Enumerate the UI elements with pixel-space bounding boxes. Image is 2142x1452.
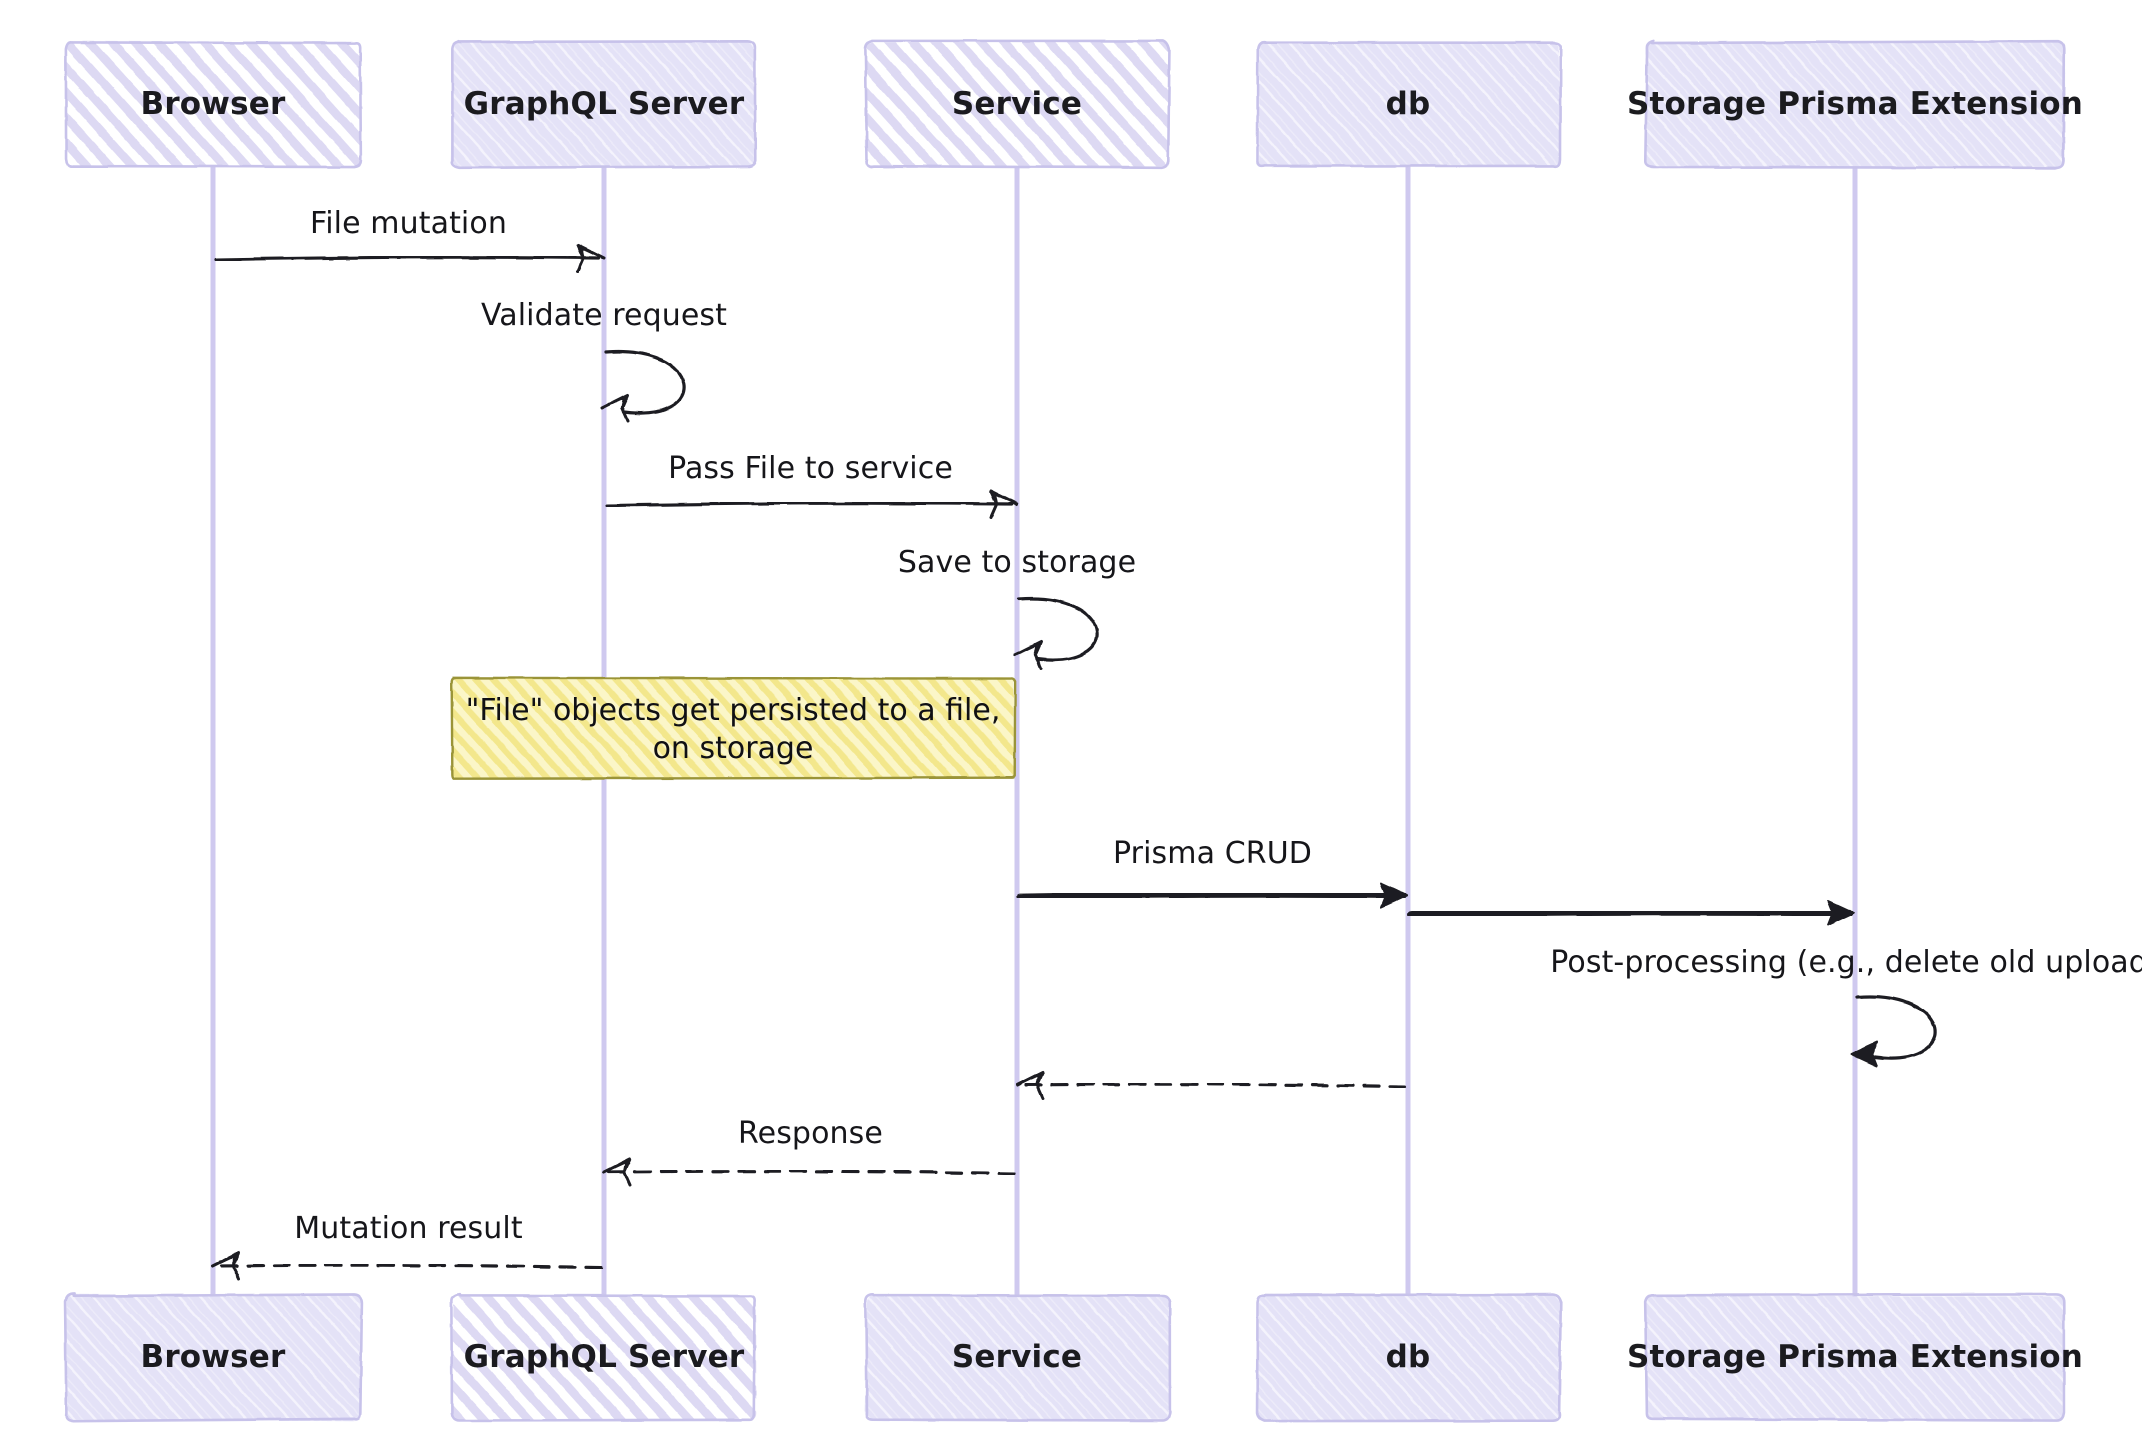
message-m9: Response — [604, 1116, 1014, 1185]
message-m6 — [1411, 901, 1854, 925]
message-m10: Mutation result — [213, 1211, 601, 1279]
actor-top-db[interactable]: db — [1257, 41, 1560, 167]
actor-top-storage[interactable]: Storage Prisma Extension — [1627, 41, 2083, 169]
actor-top-service[interactable]: Service — [865, 41, 1170, 168]
actor-bottom-service[interactable]: Service — [865, 1294, 1170, 1420]
actor-top-label-graphql: GraphQL Server — [464, 86, 745, 122]
actor-bottom-label-graphql: GraphQL Server — [464, 1339, 745, 1375]
message-m1: File mutation — [216, 206, 604, 271]
actor-top-label-db: db — [1386, 86, 1431, 122]
actor-bottom-label-storage: Storage Prisma Extension — [1627, 1339, 2083, 1375]
actor-bottom-graphql[interactable]: GraphQL Server — [451, 1294, 756, 1422]
notes-group: "File" objects get persisted to a file,o… — [452, 677, 1015, 779]
message-label-m10: Mutation result — [294, 1211, 523, 1246]
message-label-m2: Validate request — [481, 298, 727, 333]
actor-bottom-storage[interactable]: Storage Prisma Extension — [1627, 1294, 2083, 1420]
actor-top-graphql[interactable]: GraphQL Server — [451, 40, 755, 167]
message-label-m4: Save to storage — [898, 545, 1136, 580]
message-m3: Pass File to service — [607, 451, 1017, 517]
actor-bottom-label-service: Service — [952, 1339, 1082, 1375]
actor-bottom-browser[interactable]: Browser — [65, 1294, 362, 1421]
note-line: "File" objects get persisted to a file, — [466, 693, 1001, 728]
actor-boxes-bottom: Browser GraphQL Server Service db Storage Pr… — [65, 1294, 2083, 1422]
message-label-m1: File mutation — [310, 206, 507, 241]
actor-top-label-storage: Storage Prisma Extension — [1627, 86, 2083, 122]
message-label-m3: Pass File to service — [668, 451, 953, 486]
message-label-m7: Post-processing (e.g., delete old upload… — [1550, 945, 2142, 980]
message-label-m9: Response — [738, 1116, 883, 1151]
note-line: on storage — [653, 731, 814, 766]
actor-bottom-db[interactable]: db — [1257, 1294, 1561, 1421]
message-m8 — [1017, 1072, 1405, 1098]
actor-top-label-browser: Browser — [140, 86, 286, 122]
message-label-m5: Prisma CRUD — [1113, 836, 1312, 871]
actor-bottom-label-db: db — [1386, 1339, 1431, 1375]
message-m5: Prisma CRUD — [1020, 836, 1407, 907]
actor-bottom-label-browser: Browser — [140, 1339, 286, 1375]
actor-boxes-top: Browser GraphQL Server Service db Storage Pr… — [65, 40, 2084, 168]
note-note1: "File" objects get persisted to a file,o… — [452, 677, 1015, 779]
actor-top-label-service: Service — [952, 86, 1082, 122]
actor-top-browser[interactable]: Browser — [65, 41, 362, 167]
message-m7: Post-processing (e.g., delete old upload… — [1550, 945, 2142, 1066]
